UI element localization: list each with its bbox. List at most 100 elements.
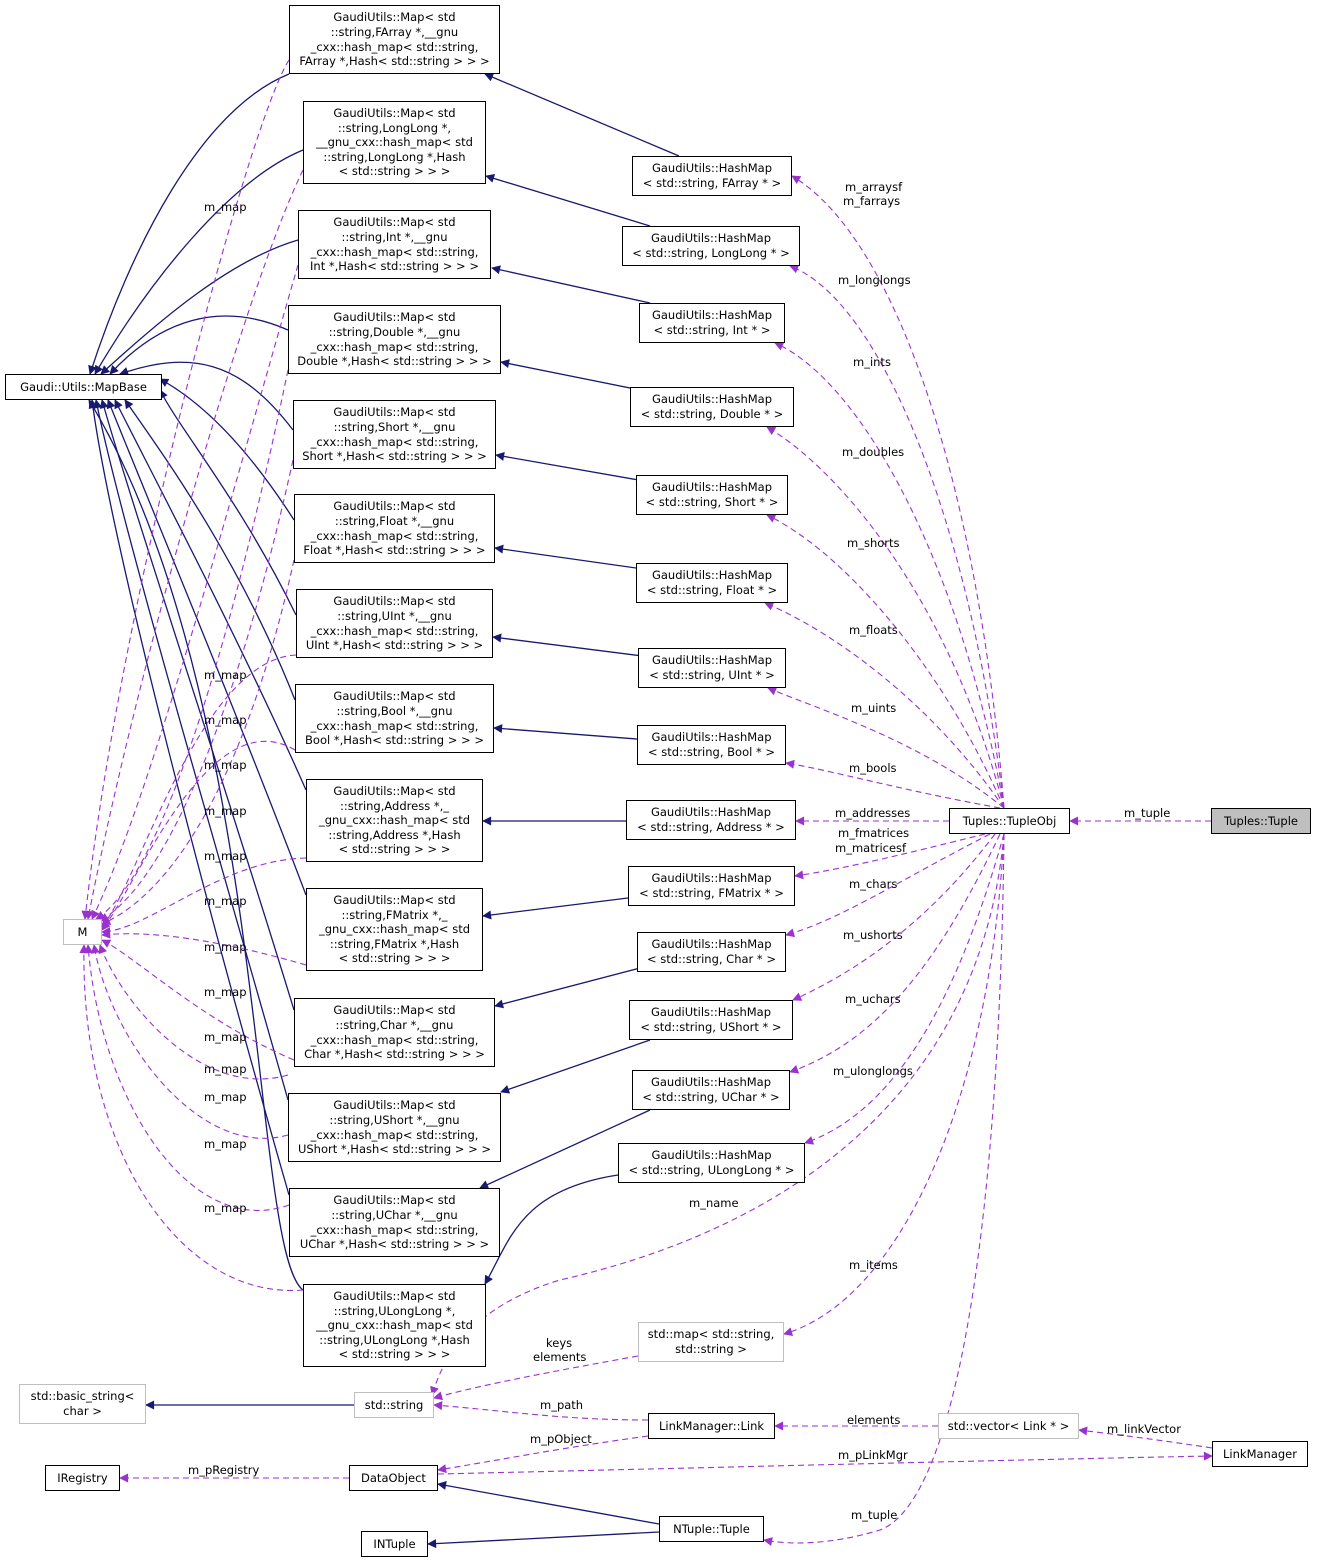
node-hashmap-double[interactable]: GaudiUtils::HashMap < std::string, Doubl…	[630, 387, 794, 427]
uses-m-map-8	[101, 857, 307, 937]
edge-label-m-map-6: m_map	[204, 894, 247, 908]
node-std-map[interactable]: std::map< std::string, std::string >	[638, 1322, 784, 1362]
uses-chars	[785, 833, 991, 938]
inherits-hashmap-int	[491, 265, 651, 304]
node-hashmap-ulonglong[interactable]: GaudiUtils::HashMap < std::string, ULong…	[618, 1143, 805, 1183]
node-map-int[interactable]: GaudiUtils::Map< std ::string,Int *,__gn…	[298, 210, 491, 279]
node-iregistry[interactable]: IRegistry	[45, 1465, 120, 1491]
node-linkmanager[interactable]: LinkManager	[1212, 1441, 1308, 1467]
node-tuples-tupleobj[interactable]: Tuples::TupleObj	[949, 808, 1070, 834]
edge-label-m-map-2: m_map	[204, 713, 247, 727]
node-map-longlong[interactable]: GaudiUtils::Map< std ::string,LongLong *…	[303, 101, 486, 184]
node-std-vector-link[interactable]: std::vector< Link * >	[938, 1413, 1079, 1439]
node-map-short[interactable]: GaudiUtils::Map< std ::string,Short *,__…	[293, 400, 496, 469]
uses-m-map-0	[81, 59, 290, 920]
inherits-hashmap-float	[494, 544, 651, 571]
node-hashmap-float[interactable]: GaudiUtils::HashMap < std::string, Float…	[636, 563, 788, 603]
uses-items	[783, 833, 1005, 1337]
node-map-bool[interactable]: GaudiUtils::Map< std ::string,Bool *,__g…	[295, 684, 494, 753]
node-std-string[interactable]: std::string	[354, 1392, 434, 1418]
inherits-hashmap-bool	[493, 724, 651, 741]
node-hashmap-ushort[interactable]: GaudiUtils::HashMap < std::string, UShor…	[629, 1000, 793, 1040]
node-map-double[interactable]: GaudiUtils::Map< std ::string,Double *,_…	[288, 305, 501, 374]
edge-label-floats: m_floats	[849, 623, 898, 637]
uses-m-map-2	[91, 264, 299, 920]
inherits-hashmap-short	[495, 451, 651, 483]
uses-ushorts	[792, 833, 996, 1001]
node-gaudi-utils-mapbase[interactable]: Gaudi::Utils::MapBase	[5, 374, 162, 400]
node-hashmap-bool[interactable]: GaudiUtils::HashMap < std::string, Bool …	[637, 725, 786, 765]
edge-label-map-elements: elements	[533, 1350, 586, 1364]
node-ntuple-tuple[interactable]: NTuple::Tuple	[659, 1516, 764, 1542]
edge-label-m-map-5: m_map	[204, 849, 247, 863]
node-m[interactable]: M	[63, 919, 102, 945]
uses-bools	[785, 759, 1001, 809]
edge-label-m-map-10: m_map	[204, 1062, 247, 1076]
inherits-map-uint-to-mapbase	[159, 389, 297, 616]
edge-label-m-map-4: m_map	[204, 804, 247, 818]
node-intuple[interactable]: INTuple	[361, 1531, 428, 1557]
node-map-address[interactable]: GaudiUtils::Map< std ::string,Address *,…	[306, 779, 483, 862]
uses-m-map-6	[101, 654, 297, 928]
edge-label-keys: keys	[546, 1336, 572, 1350]
edge-label-ushorts: m_ushorts	[843, 928, 903, 942]
node-hashmap-fmatrix[interactable]: GaudiUtils::HashMap < std::string, FMatr…	[628, 866, 795, 906]
uses-shorts	[766, 514, 1005, 809]
inherits-map-ushort-to-mapbase	[93, 399, 289, 1101]
edge-label-shorts: m_shorts	[847, 536, 900, 550]
inherits-map-longlong-to-mapbase	[94, 149, 304, 375]
inherits-map-short-to-mapbase	[119, 361, 294, 431]
edge-label-ulonglongs: m_ulonglongs	[833, 1064, 913, 1078]
uses-path	[433, 1401, 649, 1421]
node-hashmap-longlong[interactable]: GaudiUtils::HashMap < std::string, LongL…	[622, 226, 800, 266]
node-std-basic-string[interactable]: std::basic_string< char >	[19, 1384, 146, 1424]
node-map-ulonglong[interactable]: GaudiUtils::Map< std ::string,ULongLong …	[303, 1284, 486, 1367]
edge-label-m-map-9: m_map	[204, 1030, 247, 1044]
inherits-map-float-to-mapbase	[159, 378, 295, 521]
inherits-hashmap-ulonglong	[484, 1174, 619, 1285]
inherits-hashmap-char	[494, 967, 641, 1009]
uses-uints	[767, 687, 1005, 809]
node-map-float[interactable]: GaudiUtils::Map< std ::string,Float *,__…	[294, 494, 495, 563]
node-hashmap-address[interactable]: GaudiUtils::HashMap < std::string, Addre…	[626, 800, 796, 840]
inherits-map-double-to-mapbase	[109, 315, 289, 375]
edge-label-m-map-12: m_map	[204, 1137, 247, 1151]
uses-ntuple-tuple	[763, 833, 1005, 1546]
node-dataobject[interactable]: DataObject	[349, 1465, 438, 1491]
node-hashmap-short[interactable]: GaudiUtils::HashMap < std::string, Short…	[636, 475, 788, 515]
node-hashmap-int[interactable]: GaudiUtils::HashMap < std::string, Int *…	[639, 303, 785, 343]
uses-m-map-13	[84, 944, 290, 1211]
inherits-map-uchar-to-mapbase	[88, 399, 290, 1196]
edge-label-m-map-3: m_map	[204, 758, 247, 772]
inherits-hashmap-farray	[484, 73, 680, 157]
node-hashmap-char[interactable]: GaudiUtils::HashMap < std::string, Char …	[637, 932, 786, 972]
inherits-map-ulonglong-to-mapbase	[88, 399, 304, 1291]
node-hashmap-uchar[interactable]: GaudiUtils::HashMap < std::string, UChar…	[632, 1070, 790, 1110]
node-map-char[interactable]: GaudiUtils::Map< std ::string,Char *,__g…	[294, 998, 495, 1067]
inherits-hashmap-uchar	[479, 1109, 651, 1189]
node-map-uchar[interactable]: GaudiUtils::Map< std ::string,UChar *,__…	[289, 1188, 500, 1257]
edge-label-uints: m_uints	[851, 701, 896, 715]
edge-label-plinkmgr: m_pLinkMgr	[838, 1448, 908, 1462]
node-hashmap-farray[interactable]: GaudiUtils::HashMap < std::string, FArra…	[632, 156, 792, 196]
node-map-farray[interactable]: GaudiUtils::Map< std ::string,FArray *,_…	[289, 5, 500, 74]
inherits-ntuple-intuple	[427, 1531, 660, 1549]
node-map-uint[interactable]: GaudiUtils::Map< std ::string,UInt *,__g…	[296, 589, 493, 658]
edge-label-fmatrices: m_fmatrices	[838, 826, 909, 840]
node-map-fmatrix[interactable]: GaudiUtils::Map< std ::string,FMatrix *,…	[306, 888, 483, 971]
node-hashmap-uint[interactable]: GaudiUtils::HashMap < std::string, UInt …	[638, 648, 786, 688]
inherits-ntuple-dataobject	[437, 1481, 660, 1525]
edge-label-m-map-1: m_map	[204, 668, 247, 682]
node-map-ushort[interactable]: GaudiUtils::Map< std ::string,UShort *,_…	[288, 1093, 501, 1162]
edge-label-path: m_path	[540, 1398, 583, 1412]
uses-uchars	[789, 833, 1001, 1074]
edge-label-m-map-0: m_map	[204, 200, 247, 214]
node-tuples-tuple[interactable]: Tuples::Tuple	[1211, 808, 1311, 834]
edge-label-doubles: m_doubles	[842, 445, 904, 459]
edge-label-tuple: m_tuple	[1124, 806, 1170, 820]
edge-label-bools: m_bools	[849, 761, 897, 775]
node-linkmanager-link[interactable]: LinkManager::Link	[648, 1413, 775, 1439]
uses-ints	[774, 342, 1005, 809]
edge-label-m-map-11: m_map	[204, 1090, 247, 1104]
edge-label-ntuple-tuple: m_tuple	[851, 1508, 897, 1522]
